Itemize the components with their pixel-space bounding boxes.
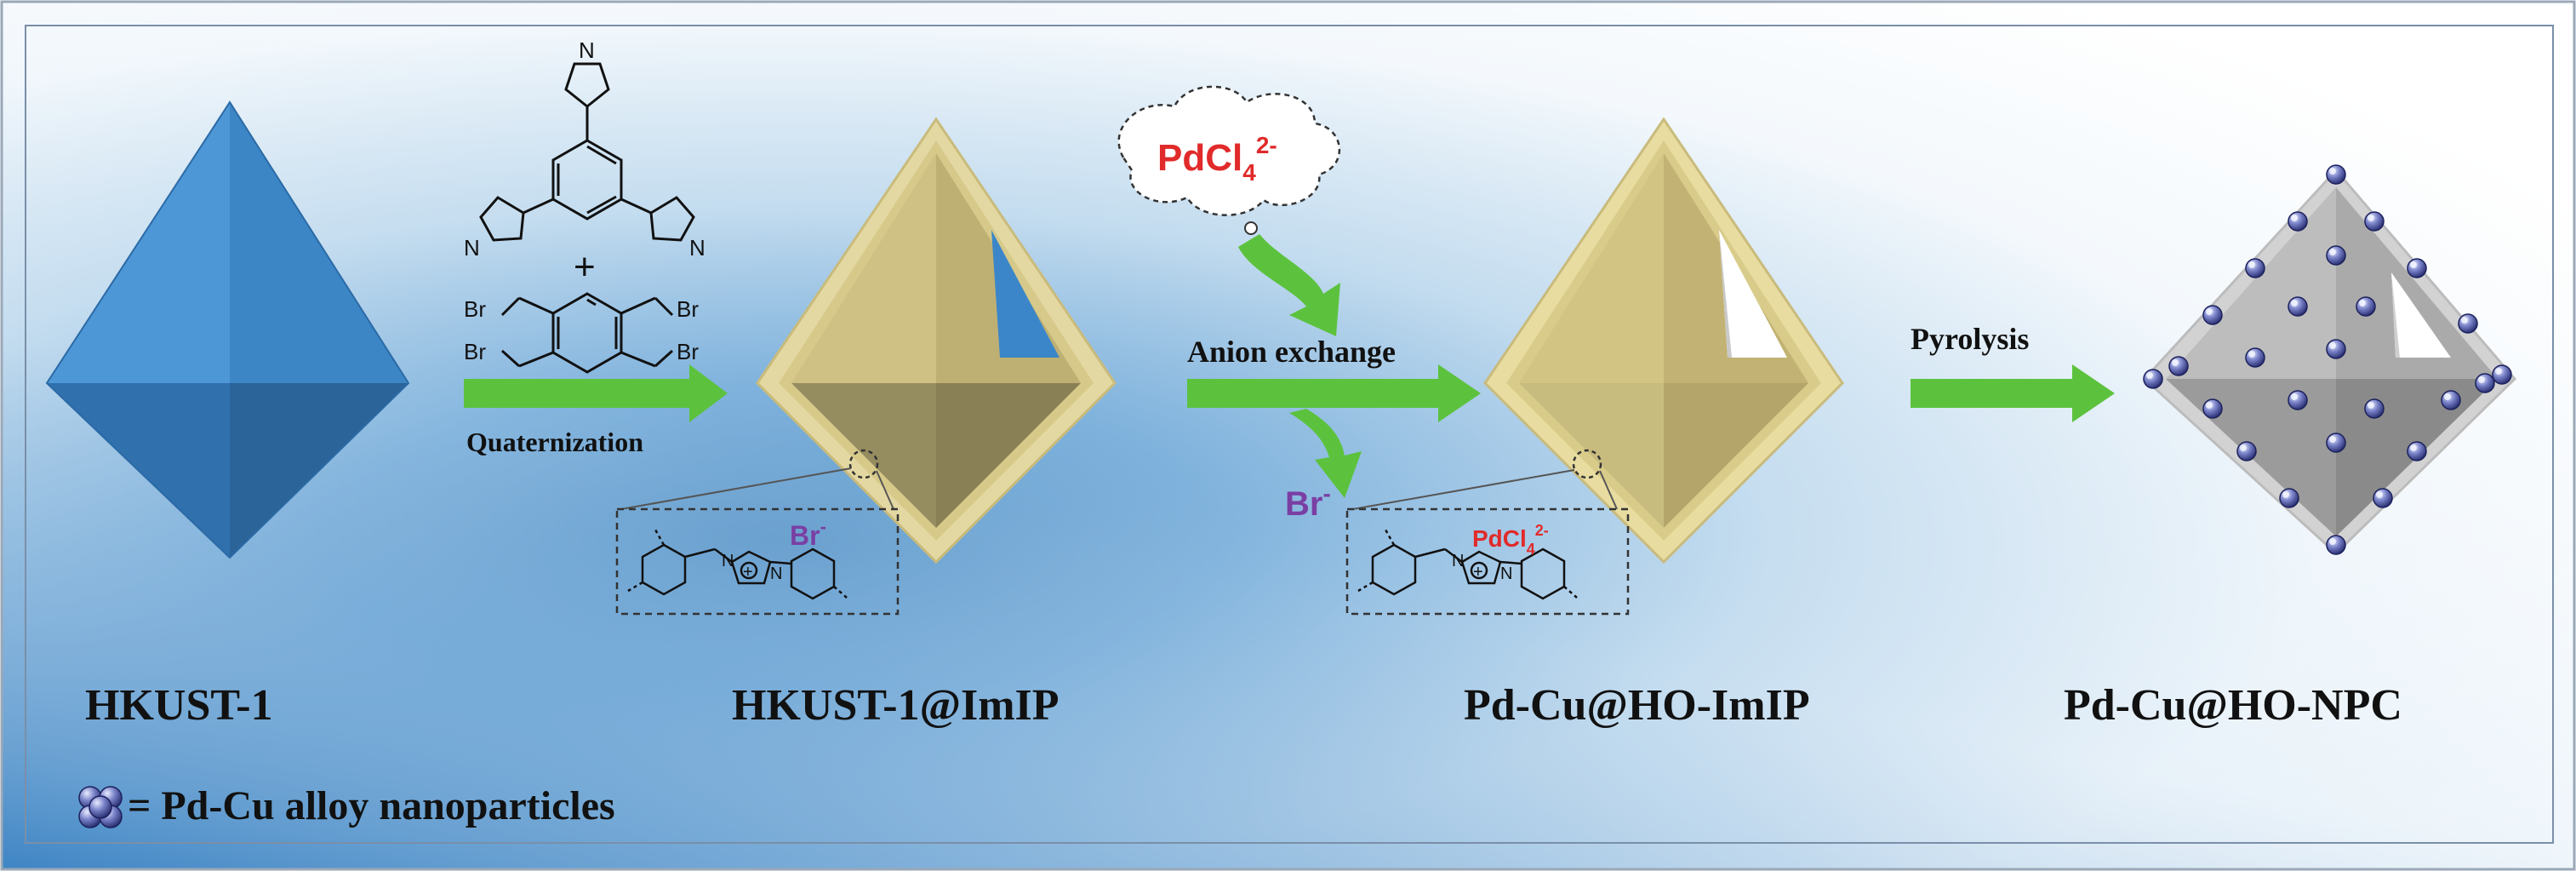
pd-cu-nanoparticle [2407, 258, 2427, 278]
pd-cu-nanoparticle [2441, 390, 2461, 410]
pdcl4-cloud: PdCl42- [1117, 85, 1341, 247]
legend-text: = Pd-Cu alloy nanoparticles [128, 783, 615, 828]
inset2-n-right: N [1500, 564, 1512, 583]
pd-cu-nanoparticle [2326, 535, 2346, 555]
stage-label-hkust1-imip: HKUST-1@ImIP [732, 681, 1060, 730]
imidazole-n-label-right: N [689, 235, 705, 261]
stage-label-hkust1: HKUST-1 [85, 681, 273, 730]
quaternization-arrow [464, 364, 728, 422]
inset2-n-left: N [1452, 552, 1464, 570]
reagent-plus-sign: + [574, 246, 596, 288]
pd-cu-nanoparticle [2364, 398, 2385, 419]
pd-cu-nanoparticle [2143, 369, 2163, 389]
hkust1-octahedron [45, 100, 410, 559]
pd-cu-nanoparticle [2326, 245, 2346, 266]
imidazole-n-label-top: N [579, 37, 595, 63]
tris-imidazolyl-benzene-structure [479, 62, 695, 242]
pd-cu-nanoparticle [2245, 258, 2265, 278]
inset2-pdcl4-label: PdCl42- [1472, 522, 1549, 558]
cloud-pdcl4-label: PdCl42- [1157, 132, 1277, 186]
bromide-release-arrow [1289, 409, 1362, 498]
anion-exchange-label: Anion exchange [1187, 335, 1396, 369]
tetrakis-bromomethyl-benzene-structure [500, 292, 674, 374]
bromo-label-3: Br [464, 339, 486, 364]
pd-cu-nanoparticle [2364, 211, 2385, 232]
pyrolysis-label: Pyrolysis [1911, 322, 2029, 356]
pd-cu-nanoparticle [2458, 313, 2478, 334]
legend: = Pd-Cu alloy nanoparticles [78, 783, 615, 828]
inset1-bromide-label: Br- [790, 516, 826, 551]
anion-exchange-arrow [1187, 364, 1481, 422]
nanoparticle-legend-icon [78, 786, 123, 828]
pd-cu-nanoparticle [2407, 441, 2427, 461]
bromo-label-4: Br [677, 339, 699, 364]
stage-label-pd-cu-ho-imip: Pd-Cu@HO-ImIP [1464, 681, 1810, 730]
inset1-plus-charge: + [743, 563, 753, 582]
imidazole-n-label-left: N [464, 235, 480, 261]
released-bromide-label: Br- [1285, 480, 1331, 523]
quaternization-label: Quaternization [466, 427, 643, 457]
pd-cu-nanoparticle [2202, 398, 2223, 419]
hkust1-imip-octahedron [756, 117, 1117, 564]
stage-label-pd-cu-ho-npc: Pd-Cu@HO-NPC [2064, 681, 2402, 730]
pd-cu-nanoparticle [2373, 488, 2393, 508]
pd-cu-nanoparticle [2245, 347, 2265, 368]
inset1-n-right: N [770, 564, 782, 583]
pd-cu-nanoparticle [2279, 488, 2299, 508]
pd-cu-nanoparticle [2475, 373, 2495, 393]
pd-cu-nanoparticle [2288, 390, 2308, 410]
pd-cu-nanoparticle [2492, 364, 2512, 385]
pd-cu-ho-imip-octahedron [1483, 117, 1844, 564]
imip-structure-inset: + N N Br- [615, 507, 900, 616]
pd-cu-nanoparticle [2202, 305, 2223, 325]
pd-cu-nanoparticle [2326, 433, 2346, 453]
pdcl4-incoming-arrow [1238, 234, 1340, 336]
pd-cu-nanoparticle [2288, 211, 2308, 232]
ho-imip-structure-inset: + N N PdCl42- [1345, 507, 1630, 616]
pd-cu-nanoparticle [2326, 164, 2346, 185]
pyrolysis-arrow [1911, 364, 2115, 422]
bromo-label-1: Br [464, 296, 486, 322]
inset1-n-left: N [722, 552, 734, 570]
bromo-label-2: Br [677, 296, 699, 322]
pd-cu-nanoparticle [2326, 339, 2346, 359]
pd-cu-nanoparticle [2288, 296, 2308, 317]
zoom-circle-2 [1572, 449, 1602, 479]
pd-cu-nanoparticle [2236, 441, 2257, 461]
pd-cu-nanoparticle [2168, 356, 2189, 376]
zoom-circle-1 [848, 449, 879, 479]
pd-cu-nanoparticle [2356, 296, 2376, 317]
inset2-plus-charge: + [1473, 563, 1483, 582]
